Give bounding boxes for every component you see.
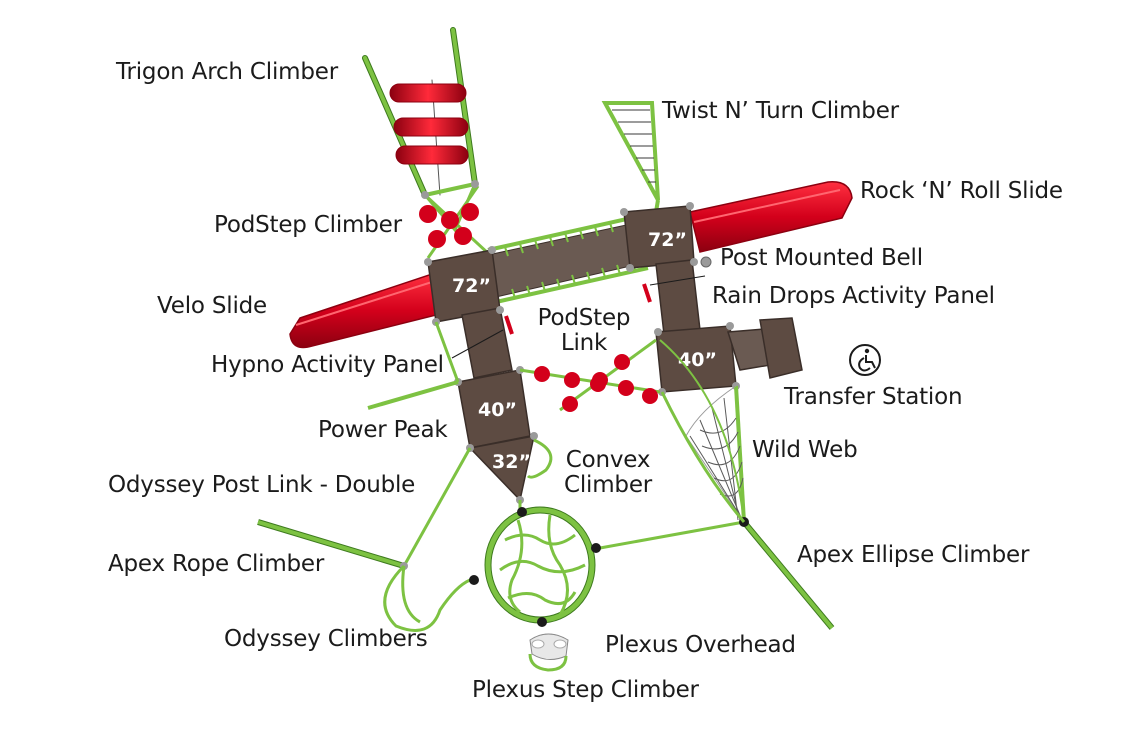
label-rock-n-roll-slide: Rock ‘N’ Roll Slide	[860, 178, 1063, 204]
deck-right-40-label: 40”	[678, 349, 717, 371]
convex-climber[interactable]	[526, 438, 553, 479]
trigon-rungs	[389, 83, 469, 165]
label-apex-rope-climber: Apex Rope Climber	[108, 551, 325, 577]
deck-right-72-label: 72”	[648, 229, 687, 251]
deck-left-72-label: 72”	[452, 275, 491, 297]
label-plexus-step-climber: Plexus Step Climber	[472, 677, 699, 703]
leader-lines	[451, 275, 706, 359]
rock-n-roll-slide[interactable]	[689, 181, 853, 253]
deck-left-40-label: 40”	[478, 399, 517, 421]
podstep-climber[interactable]	[419, 180, 492, 259]
rain-drops-activity-panel[interactable]	[642, 283, 652, 303]
label-wild-web: Wild Web	[752, 437, 858, 463]
label-odyssey-climbers: Odyssey Climbers	[224, 626, 428, 652]
label-podstep-link-line2: Link	[560, 330, 608, 357]
odyssey-climbers[interactable]	[383, 564, 471, 632]
plexus-overhead[interactable]	[469, 506, 601, 627]
label-podstep-link: PodStep Link	[532, 305, 636, 357]
label-rain-drops-activity-panel: Rain Drops Activity Panel	[712, 283, 995, 309]
label-odyssey-post-link-double: Odyssey Post Link - Double	[108, 472, 416, 498]
label-convex-climber-line2: Climber	[563, 472, 653, 499]
label-trigon-arch-climber: Trigon Arch Climber	[116, 59, 338, 85]
label-velo-slide: Velo Slide	[157, 293, 268, 319]
label-convex-climber-line1: Convex	[565, 447, 651, 473]
deck-labels: 72” 72” 40” 40” 32”	[452, 229, 717, 473]
power-peak[interactable]	[367, 321, 460, 410]
label-transfer-station: Transfer Station	[784, 384, 963, 410]
hypno-activity-panel[interactable]	[504, 315, 514, 335]
wheelchair-transfer-icon	[849, 344, 881, 376]
label-hypno-activity-panel: Hypno Activity Panel	[211, 352, 444, 378]
label-convex-climber: Convex Climber	[558, 447, 658, 499]
label-post-mounted-bell: Post Mounted Bell	[720, 245, 923, 271]
velo-slide[interactable]	[289, 273, 450, 349]
podstep-link[interactable]	[519, 338, 661, 412]
post-mounted-bell[interactable]	[700, 256, 712, 268]
label-plexus-overhead: Plexus Overhead	[605, 632, 796, 658]
post-caps	[424, 202, 740, 504]
label-power-peak: Power Peak	[318, 417, 448, 443]
label-apex-ellipse-climber: Apex Ellipse Climber	[797, 542, 1030, 568]
deck-32-label: 32”	[492, 451, 531, 473]
label-twist-n-turn-climber: Twist N’ Turn Climber	[662, 98, 899, 124]
twist-n-turn-climber[interactable]	[601, 101, 660, 213]
plexus-step-climber[interactable]	[528, 633, 569, 672]
bridge-walkway[interactable]	[487, 214, 649, 304]
apex-ellipse-climber[interactable]	[599, 339, 835, 630]
label-podstep-link-line1: PodStep	[537, 305, 631, 331]
label-podstep-climber: PodStep Climber	[214, 212, 402, 238]
